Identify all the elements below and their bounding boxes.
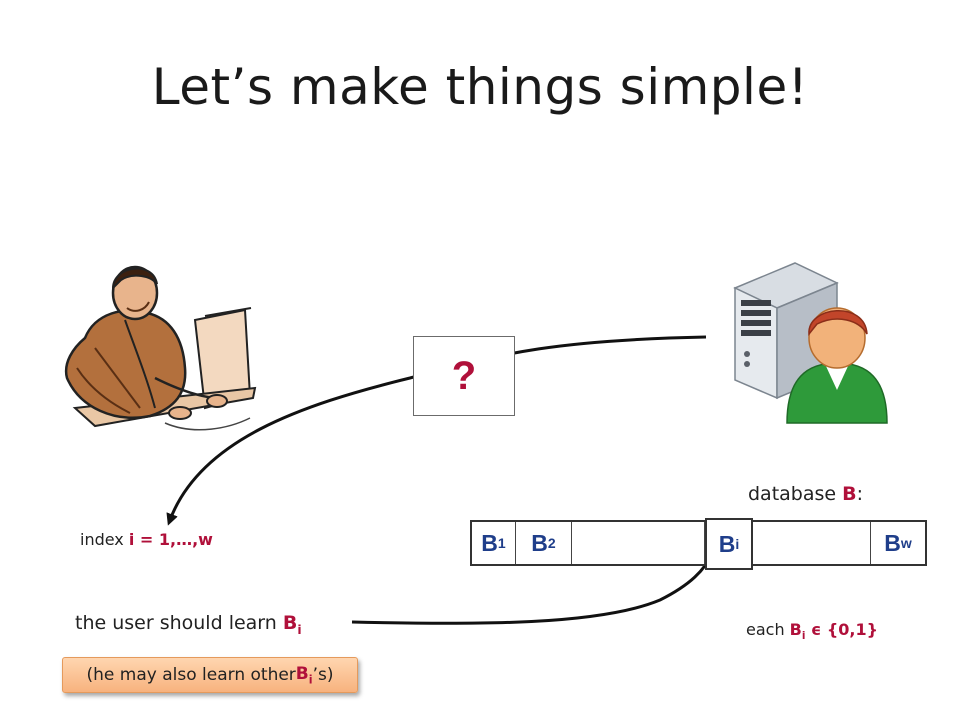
db-cell-gap: [572, 522, 705, 564]
database-label: database B:: [748, 483, 863, 505]
db-cell-base: B: [531, 529, 548, 556]
learn-arrow: [351, 546, 717, 625]
note-var: Bi: [296, 664, 313, 686]
index-label: index i = 1,…,w: [80, 530, 213, 549]
each-var-base: B: [789, 620, 802, 639]
learn-label: the user should learn Bi: [75, 612, 302, 637]
db-cell-sub: i: [735, 536, 740, 552]
query-arrow: [166, 335, 707, 526]
learn-var-base: B: [282, 612, 298, 634]
db-cell-sub: w: [900, 535, 912, 551]
db-cell-sub: 2: [547, 535, 556, 551]
learn-var-sub: i: [297, 622, 302, 637]
database-label-text: database: [748, 483, 843, 505]
user-at-computer-icon: [64, 265, 257, 431]
note-var-sub: i: [308, 673, 313, 687]
each-var-sub: i: [801, 630, 806, 643]
each-expression: Bi ϵ {0,1}: [789, 620, 879, 643]
query-box: ?: [413, 336, 515, 416]
db-cell-base: B: [481, 529, 498, 556]
db-cell-base: B: [884, 529, 901, 556]
db-cell-base: B: [718, 530, 736, 557]
note-var-base: B: [295, 663, 309, 684]
learn-var: Bi: [282, 612, 302, 637]
database-var: B: [842, 483, 857, 505]
database-label-suffix: :: [856, 483, 864, 505]
db-cell-gap: [753, 522, 871, 564]
each-label-text: each: [746, 620, 790, 639]
server-with-person-icon: [733, 262, 888, 424]
each-set: ϵ {0,1}: [805, 620, 879, 639]
each-label: each Bi ϵ {0,1}: [746, 620, 878, 642]
index-range: i = 1,…,w: [128, 530, 213, 549]
note-callout: (he may also learn other Bi’s): [62, 657, 358, 693]
note-prefix: (he may also learn other: [86, 665, 296, 685]
learn-label-text: the user should learn: [75, 612, 283, 634]
slide-title: Let’s make things simple!: [151, 58, 809, 116]
note-suffix: ’s): [312, 665, 334, 685]
db-cell-sub: 1: [497, 535, 506, 551]
index-label-text: index: [80, 530, 129, 549]
